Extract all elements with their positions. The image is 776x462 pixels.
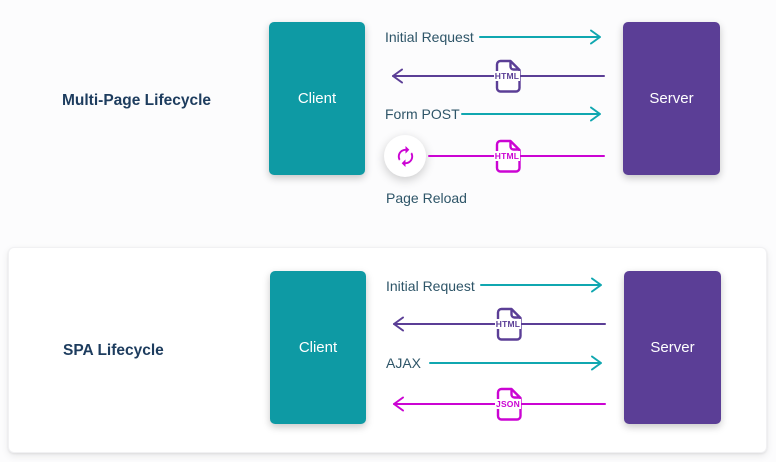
page-reload-label: Page Reload <box>386 190 467 206</box>
server-box-label: Server <box>649 90 694 107</box>
row-label: Initial Request <box>386 278 475 294</box>
sync-icon <box>397 145 413 167</box>
spa-lifecycle-section: SPA Lifecycle Client Server Initial Requ… <box>8 247 767 453</box>
form-post-arrow <box>461 106 601 122</box>
section-title: Multi-Page Lifecycle <box>62 92 212 109</box>
html-file-icon-label: HTML <box>494 319 522 329</box>
section-title: SPA Lifecycle <box>63 342 164 359</box>
json-file-icon: JSON <box>493 387 523 421</box>
html-file-icon-label: HTML <box>493 151 521 161</box>
client-box: Client <box>270 271 366 424</box>
client-box-label: Client <box>298 339 338 356</box>
html-file-icon-label: HTML <box>493 71 521 81</box>
row-label: Initial Request <box>385 29 474 45</box>
server-box: Server <box>623 22 720 175</box>
server-box: Server <box>624 271 721 424</box>
server-box-label: Server <box>650 339 695 356</box>
initial-request-arrow <box>479 29 601 45</box>
ajax-arrow <box>429 355 602 371</box>
page-reload-icon <box>384 135 426 177</box>
row-label: AJAX <box>386 355 422 371</box>
html-file-icon: HTML <box>492 139 522 173</box>
html-file-icon: HTML <box>493 307 523 341</box>
row-label: Form POST <box>385 106 460 122</box>
json-file-icon-label: JSON <box>495 399 521 409</box>
client-box: Client <box>269 22 365 175</box>
html-file-icon: HTML <box>492 59 522 93</box>
initial-request-arrow <box>480 277 602 293</box>
client-box-label: Client <box>297 90 337 107</box>
